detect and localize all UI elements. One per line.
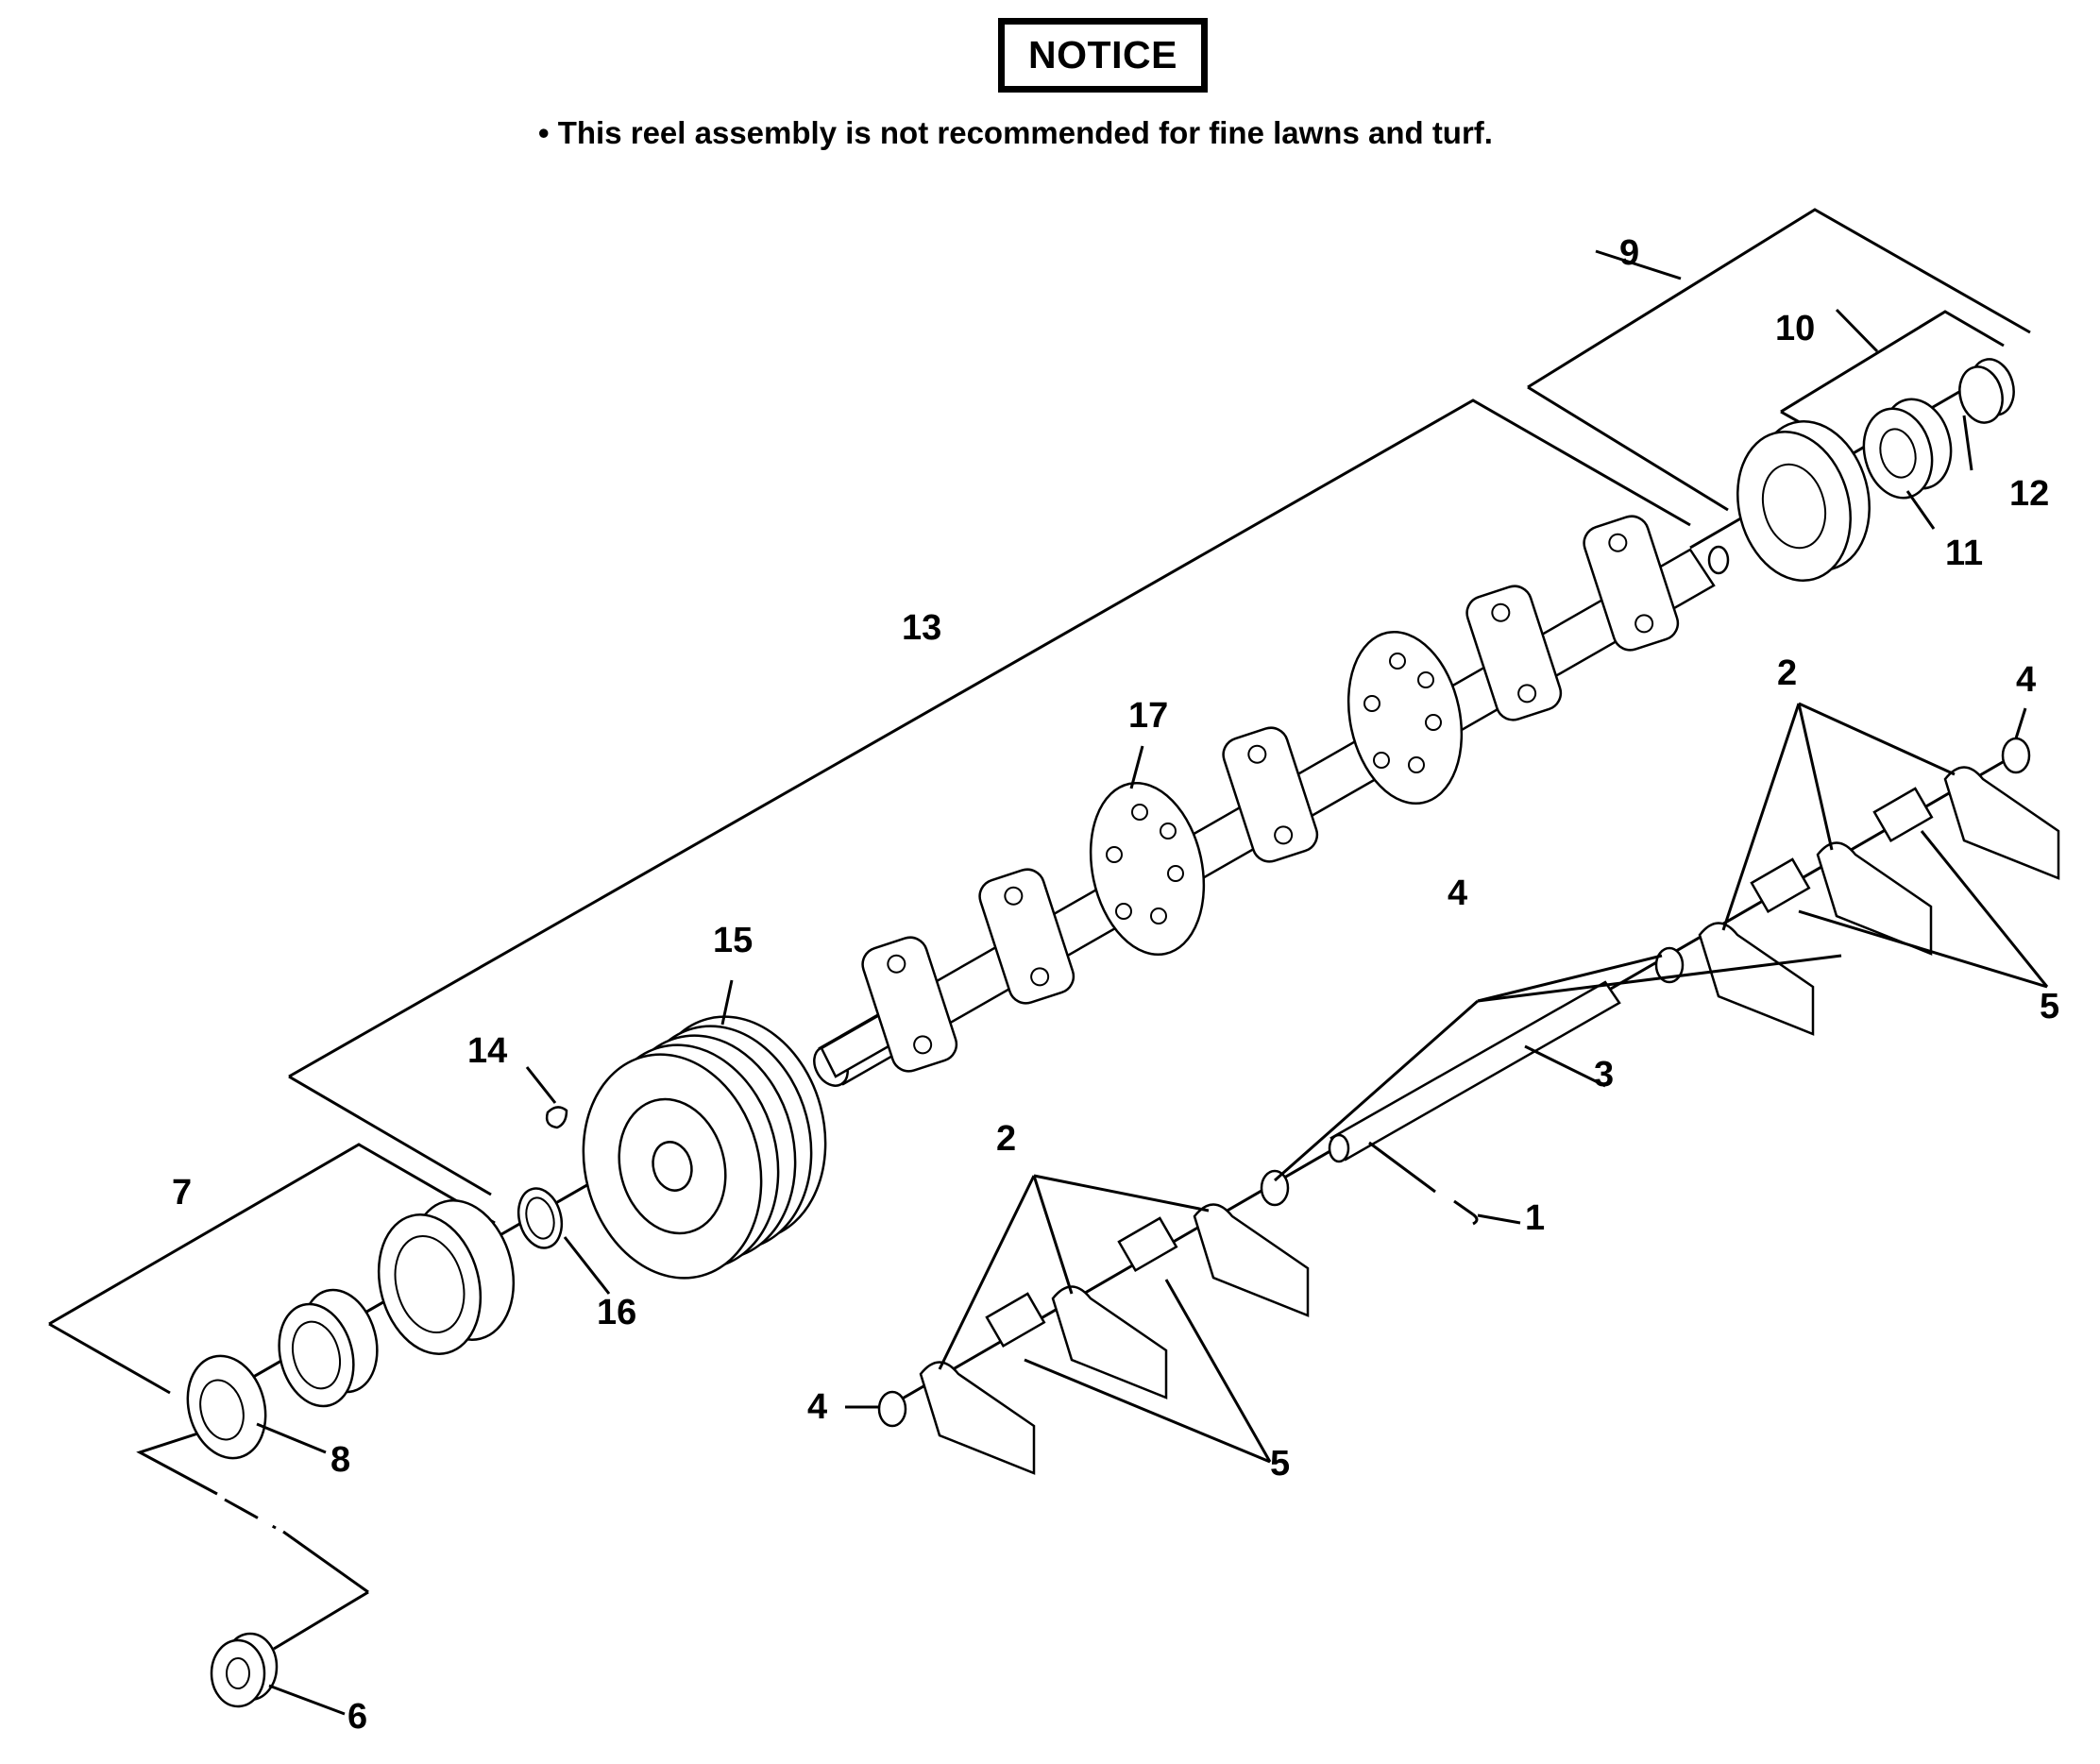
right-housing [1736,420,1871,582]
notice-box: NOTICE [998,18,1208,93]
callout-14: 14 [467,1031,507,1071]
callout-labels: 1 2 2 3 4 4 4 5 5 6 7 8 9 10 11 12 13 14… [172,233,2059,1737]
knives-left [919,1203,1310,1475]
washers [877,737,2031,1428]
callout-8: 8 [330,1440,350,1480]
woodruff-key [545,1106,568,1129]
callout-17: 17 [1128,696,1168,736]
callout-2: 2 [1777,653,1797,693]
pulley [582,1015,827,1280]
callout-4: 4 [1448,874,1467,913]
notice-text: • This reel assembly is not recommended … [538,115,1493,150]
flange-17 [1089,781,1206,957]
callout-1: 1 [1525,1198,1545,1238]
shaft-flanges [861,515,1680,1073]
bearing [278,1288,379,1408]
callout-6: 6 [347,1697,367,1737]
leader-lines [256,249,2049,1716]
callout-9: 9 [1619,233,1639,273]
ball-bearing-11 [1862,398,1953,500]
locking-collar-8 [186,1354,267,1460]
callout-4: 4 [2016,660,2036,700]
bearing-housing [377,1199,516,1355]
flail-rod [1328,980,1621,1163]
callout-11: 11 [1945,534,1983,573]
cotter-pin [1368,1141,1479,1226]
callout-5: 5 [1270,1444,1290,1484]
knives-right [1698,766,2060,1036]
callout-4: 4 [807,1387,827,1427]
callout-15: 15 [713,921,753,960]
snap-ring [517,1187,564,1249]
callout-3: 3 [1594,1055,1614,1094]
notice-title: NOTICE [1028,33,1177,76]
callout-10: 10 [1775,309,1815,348]
callout-5: 5 [2040,987,2059,1026]
callout-2: 2 [996,1119,1016,1159]
callout-13: 13 [902,608,941,648]
collar-12 [1958,358,2015,424]
collar-6 [210,1632,279,1708]
callout-16: 16 [597,1293,636,1332]
callout-7: 7 [172,1173,192,1213]
callout-12: 12 [2009,474,2049,514]
